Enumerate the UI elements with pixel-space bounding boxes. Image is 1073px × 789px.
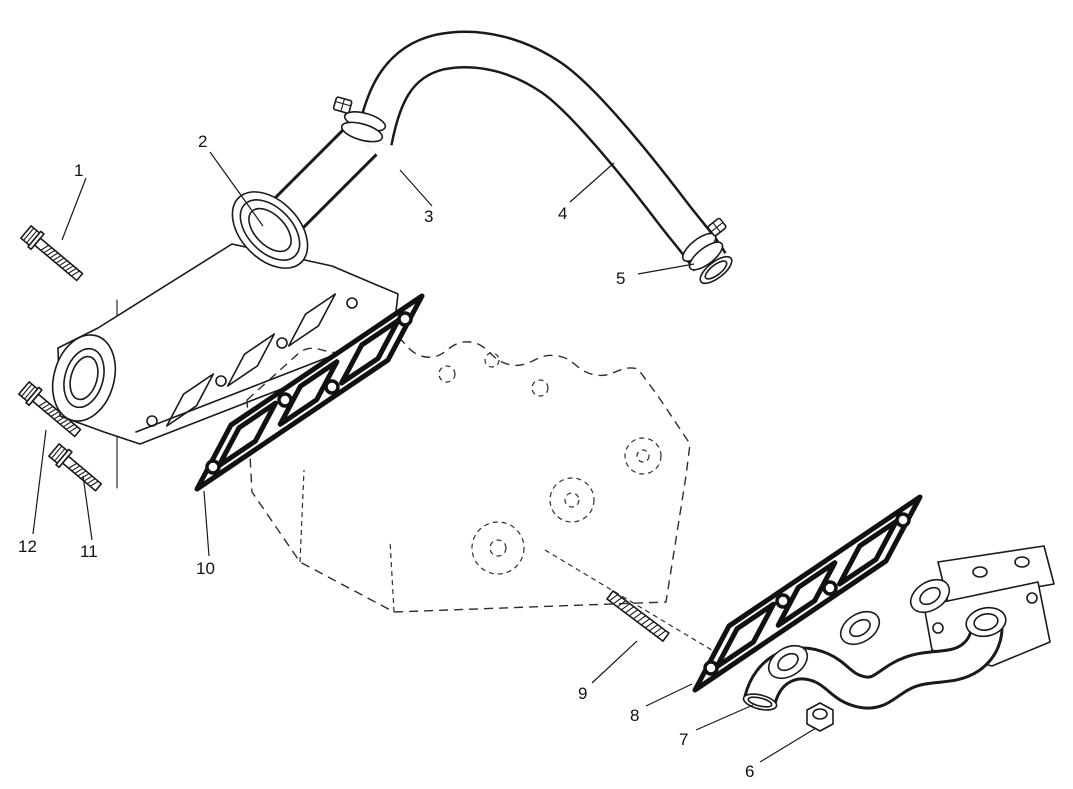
callout-label-5: 5 <box>616 269 626 288</box>
assembly-centerline <box>544 549 716 653</box>
callout-label-4: 4 <box>558 204 568 223</box>
clamp-part-5 <box>681 217 727 271</box>
callout-label-2: 2 <box>198 132 208 151</box>
engine-head-phantom <box>246 330 691 613</box>
callout-label-3: 3 <box>424 207 434 226</box>
callout-label-7: 7 <box>679 730 689 749</box>
callout-label-11: 11 <box>80 542 98 561</box>
bolt-part-1 <box>20 225 84 282</box>
callout-label-6: 6 <box>745 762 755 781</box>
leader-lines <box>32 151 817 763</box>
callout-label-1: 1 <box>74 161 84 180</box>
bolt-part-11 <box>48 443 103 492</box>
callout-label-9: 9 <box>578 684 588 703</box>
clamp-part-3 <box>332 96 387 143</box>
callout-label-12: 12 <box>18 537 37 556</box>
exhaust-pipe-part-4 <box>355 30 733 285</box>
nut-part-6 <box>806 702 834 732</box>
stud-part-9 <box>606 590 670 642</box>
manifold-part-2 <box>51 243 399 445</box>
manifold-part-7 <box>742 545 1055 711</box>
manifold-outlet <box>231 124 378 269</box>
gasket-part-10 <box>194 293 425 492</box>
callout-label-8: 8 <box>630 706 640 725</box>
callout-label-10: 10 <box>196 559 215 578</box>
